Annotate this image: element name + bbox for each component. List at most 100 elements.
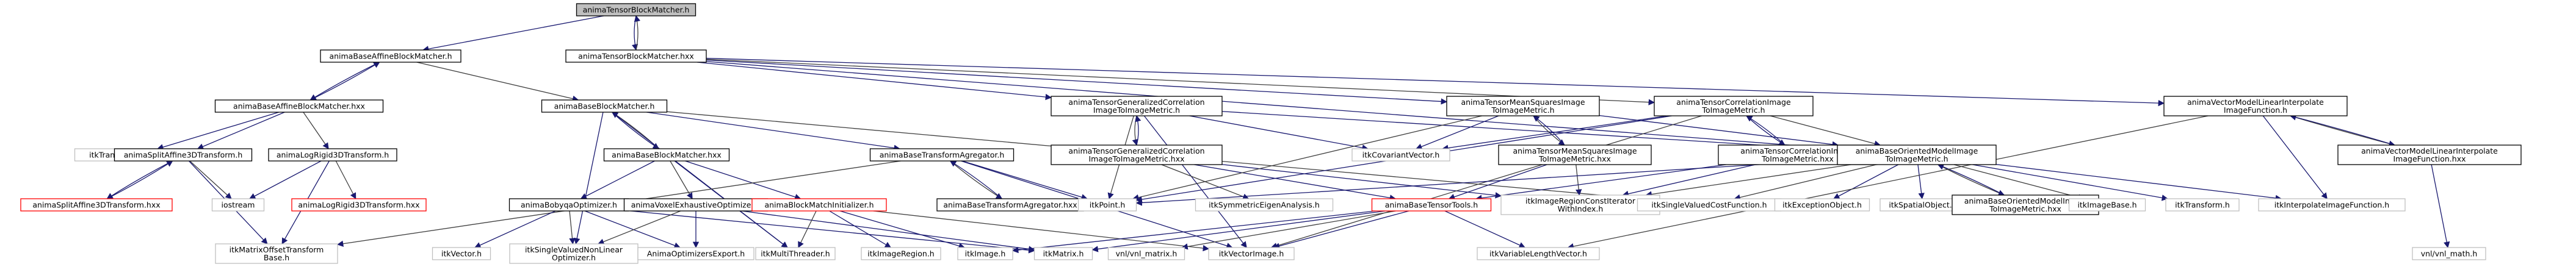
edge-n19-to-n8 [2289, 114, 2395, 146]
edge-n14-to-n5 [1135, 115, 1141, 146]
graph-node[interactable]: animaVectorModelLinearInterpolateImageFu… [2163, 96, 2348, 116]
node-box [869, 148, 1015, 162]
node-box [565, 49, 707, 63]
edge-n3-to-n11 [303, 112, 329, 149]
node-label: Optimizer.h [552, 253, 596, 262]
node-box [1208, 247, 1295, 260]
graph-node[interactable]: animaBaseBlockMatcher.h [541, 99, 668, 113]
node-label: animaBaseTransformAgregator.h [880, 151, 1005, 160]
node-box [114, 148, 253, 162]
node-box [1351, 148, 1450, 162]
graph-node[interactable]: animaBaseAffineBlockMatcher.h [320, 49, 461, 63]
node-box [1051, 96, 1223, 116]
edge-n1-to-n3 [309, 62, 380, 101]
edge-n29-to-n46 [1181, 210, 1396, 250]
edge-n11-to-n22 [335, 160, 356, 199]
edge-n7-to-n17 [1746, 115, 1785, 146]
edge-n5-to-n18 [1221, 111, 1839, 153]
edge-n0-to-n2 [631, 15, 639, 51]
node-layer: animaTensorBlockMatcher.h animaBaseAffine… [20, 3, 2522, 264]
graph-node[interactable]: animaBobyqaOptimizer.h [508, 198, 629, 212]
node-box [20, 198, 173, 212]
edge-n29-to-n47 [1273, 210, 1409, 249]
node-box [637, 247, 754, 260]
graph-node: vnl/vnl_matrix.h [1107, 247, 1185, 260]
graph-node[interactable]: animaBaseAffineBlockMatcher.hxx [214, 99, 384, 113]
node-box [2163, 96, 2348, 116]
edge-n5-to-n14 [1132, 115, 1138, 146]
node-box [1077, 198, 1137, 212]
graph-node[interactable]: animaBaseOrientedModelImageToImageMetric… [1837, 144, 1997, 165]
edge-n18-to-n35 [1953, 164, 2085, 201]
edge-n3-to-n9 [157, 112, 280, 151]
graph-node[interactable]: animaVoxelExhaustiveOptimizer.h [623, 198, 769, 212]
graph-node[interactable]: animaTensorBlockMatcher.hxx [565, 49, 707, 63]
graph-node[interactable]: animaBaseOrientedModelImageToImageMetric… [1952, 194, 2099, 215]
node-label: animaTensorCorrelationImage [1740, 146, 1855, 155]
graph-node: itkVectorImage.h [1208, 247, 1295, 260]
node-label: animaVoxelExhaustiveOptimizer.h [631, 201, 761, 210]
edge-n18-to-n33 [1917, 164, 1925, 200]
graph-node[interactable]: animaBaseTensorTools.h [1371, 198, 1492, 212]
edge-n24-to-n40 [598, 210, 681, 245]
graph-node: itkSpatialObject.h [1880, 198, 1966, 212]
graph-node[interactable]: animaSplitAffine3DTransform.h [114, 148, 253, 162]
graph-node[interactable]: animaBlockMatchInitializer.h [751, 198, 887, 212]
graph-node[interactable]: animaTensorBlockMatcher.h [576, 3, 696, 16]
edge-n29-to-n48 [1444, 210, 1526, 248]
graph-node[interactable]: animaBaseTransformAgregator.h [869, 148, 1015, 162]
edge-n13-to-n26 [950, 160, 1003, 199]
node-label: animaTensorGeneralizedCorrelation [1068, 98, 1204, 107]
edge-n16-to-n30 [1576, 164, 1582, 196]
node-label: itkSymmetricEigenAnalysis.h [1209, 201, 1320, 210]
node-label: ImageFunction.h [2224, 105, 2287, 115]
graph-node: itkImageRegion.h [861, 247, 941, 260]
edge-n24-to-n45 [742, 210, 1035, 252]
edge-n10-to-n21 [189, 160, 232, 199]
node-label: animaVectorModelLinearInterpolate [2361, 146, 2498, 155]
node-label: animaBaseTransformAgregator.hxx [943, 201, 1077, 210]
node-label: animaBaseBlockMatcher.hxx [612, 151, 722, 160]
graph-node[interactable]: animaLogRigid3DTransform.hxx [291, 198, 427, 212]
node-box [541, 99, 668, 113]
edge-n6-to-n16 [1533, 115, 1565, 146]
edge-n10-to-n20 [106, 160, 173, 199]
graph-node[interactable]: animaTensorMeanSquaresImageToImageMetric… [1446, 96, 1600, 116]
node-label: animaTensorBlockMatcher.hxx [578, 52, 694, 61]
graph-node[interactable]: animaBaseBlockMatcher.hxx [603, 148, 730, 162]
node-label: animaBaseOrientedModelImage [1856, 146, 1978, 155]
graph-node[interactable]: animaSplitAffine3DTransform.hxx [20, 198, 173, 212]
node-label: iostream [222, 201, 255, 210]
node-label: animaTensorGeneralizedCorrelation [1068, 146, 1204, 155]
graph-node[interactable]: animaTensorMeanSquaresImageToImageMetric… [1498, 144, 1652, 165]
node-label: animaBaseOrientedModelImage [1964, 196, 2087, 205]
edge-n25-to-n42 [798, 210, 817, 248]
node-box [1477, 247, 1600, 260]
node-label: animaBaseTensorTools.h [1385, 201, 1478, 210]
node-box [576, 3, 696, 16]
graph-node: itkImage.h [957, 247, 1013, 260]
edge-n17-to-n29 [1475, 164, 1727, 201]
edge-n18-to-n31 [1734, 164, 1876, 201]
node-box [2337, 144, 2522, 165]
graph-node: itkSingleValuedCostFunction.h [1637, 198, 1782, 212]
node-box [755, 247, 836, 260]
node-box [1498, 144, 1652, 165]
graph-node[interactable]: animaTensorGeneralizedCorrelationImageTo… [1051, 144, 1223, 165]
node-label: itkSingleValuedCostFunction.h [1651, 201, 1767, 210]
edge-n25-to-n47 [873, 210, 1210, 252]
graph-node[interactable]: animaVectorModelLinearInterpolateImageFu… [2337, 144, 2522, 165]
node-label: itkImageBase.h [2077, 201, 2136, 210]
node-box [432, 247, 491, 260]
node-label: animaLogRigid3DTransform.hxx [298, 201, 419, 210]
graph-node[interactable]: animaTensorCorrelationImageToImageMetric… [1654, 96, 1814, 116]
graph-node: itkTransform.h [2165, 198, 2240, 212]
graph-node[interactable]: animaLogRigid3DTransform.h [268, 148, 397, 162]
graph-node[interactable]: animaTensorGeneralizedCorrelationImageTo… [1051, 96, 1223, 116]
node-label: animaBaseAffineBlockMatcher.h [329, 52, 452, 61]
node-label: ToImageMetric.hxx [1538, 154, 1611, 163]
graph-node[interactable]: animaBaseTransformAgregator.hxx [936, 198, 1084, 212]
node-label: itkImageRegion.h [867, 249, 934, 258]
